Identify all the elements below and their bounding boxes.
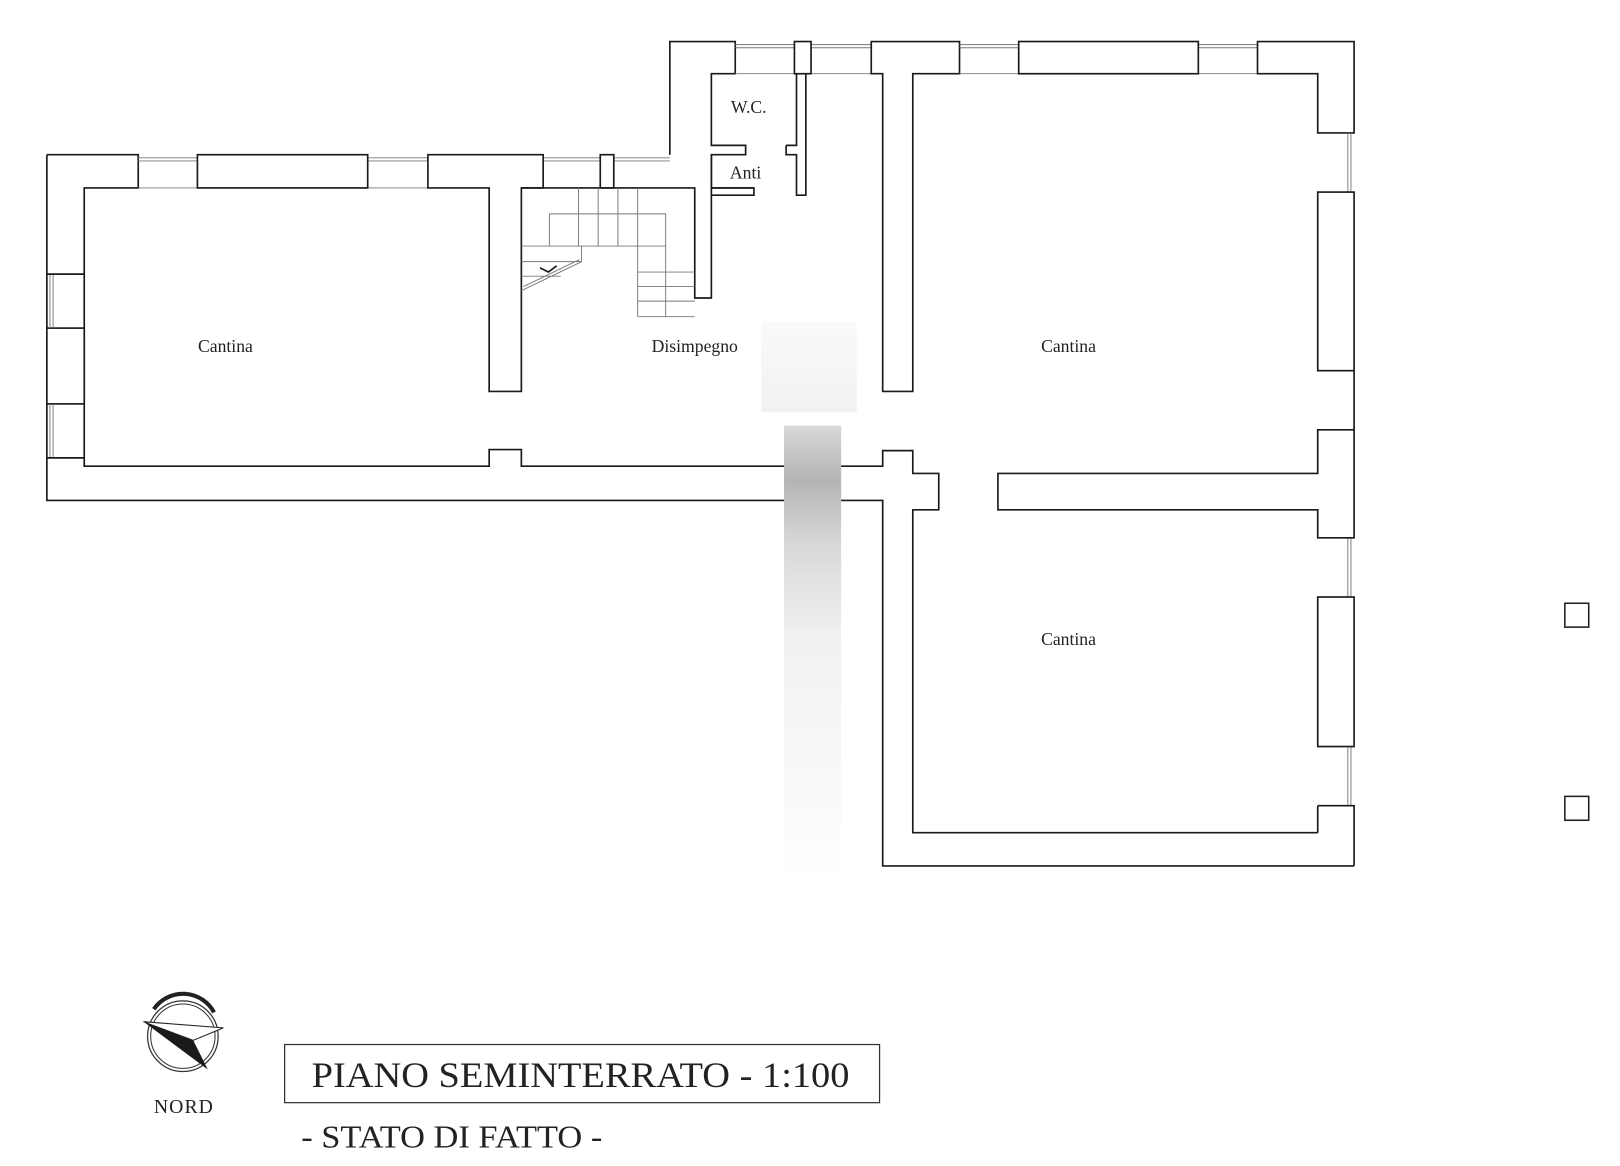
room-label-cantina-northeast: Cantina — [1041, 336, 1096, 356]
marker-square — [1564, 795, 1590, 822]
room-label-cantina-west: Cantina — [198, 336, 253, 356]
room-label-disimpegno: Disimpegno — [652, 336, 738, 356]
room-label-cantina-southeast: Cantina — [1041, 629, 1096, 649]
east-wing-walls — [870, 40, 1355, 866]
wc-block-walls — [669, 40, 872, 197]
blurred-strip — [784, 425, 842, 883]
room-label-anti: Anti — [730, 163, 761, 183]
room-label-wc: W.C. — [731, 97, 767, 117]
title-box — [284, 1043, 881, 1104]
west-wing-walls — [46, 153, 1355, 867]
north-label: NORD — [154, 1096, 214, 1118]
north-arrow-icon — [143, 991, 224, 1073]
blurred-area — [761, 321, 857, 413]
stair — [521, 154, 755, 318]
marker-square — [1564, 602, 1590, 628]
plan-title: PIANO SEMINTERRATO - 1:100 — [312, 1055, 850, 1095]
plan-subtitle: - STATO DI FATTO - — [301, 1118, 602, 1154]
